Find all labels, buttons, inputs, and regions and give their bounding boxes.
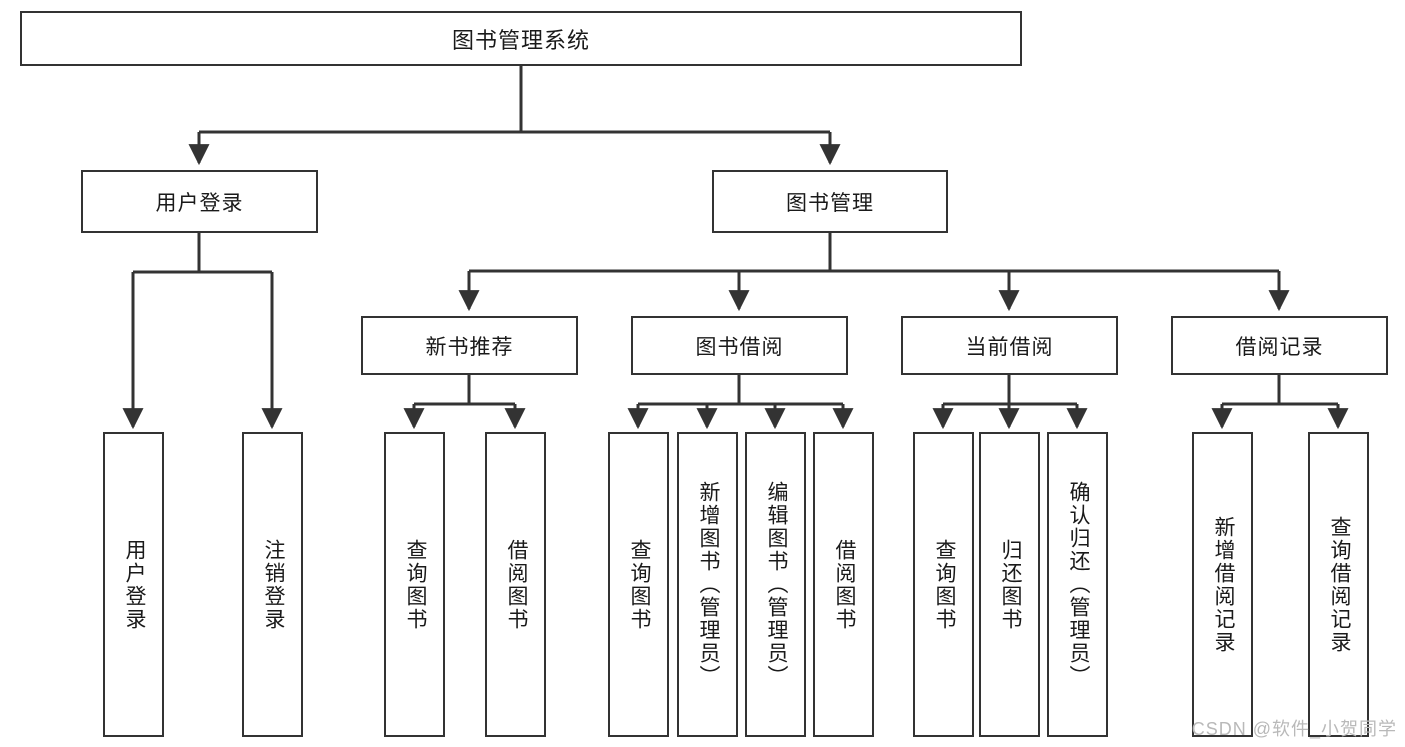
- node-leaf-current-query-book-label: 查询图书: [932, 538, 956, 631]
- node-borrow-record[interactable]: 借阅记录: [1171, 316, 1388, 375]
- node-new-book-recommend[interactable]: 新书推荐: [361, 316, 578, 375]
- node-leaf-borrow-borrow-book[interactable]: 借阅图书: [813, 432, 874, 737]
- node-root-system[interactable]: 图书管理系统: [20, 11, 1022, 66]
- node-user-login[interactable]: 用户登录: [81, 170, 318, 233]
- node-leaf-current-return-book-label: 归还图书: [998, 538, 1022, 631]
- node-leaf-recommend-query-book-label: 查询图书: [403, 538, 427, 631]
- node-leaf-current-query-book[interactable]: 查询图书: [913, 432, 974, 737]
- node-book-manage[interactable]: 图书管理: [712, 170, 948, 233]
- node-leaf-current-confirm-return-label: 确认归还（管理员）: [1066, 481, 1090, 688]
- node-leaf-current-confirm-return[interactable]: 确认归还（管理员）: [1047, 432, 1108, 737]
- node-leaf-recommend-borrow-book-label: 借阅图书: [504, 538, 528, 631]
- node-book-borrow[interactable]: 图书借阅: [631, 316, 848, 375]
- node-leaf-recommend-query-book[interactable]: 查询图书: [384, 432, 445, 737]
- node-leaf-user-login[interactable]: 用户登录: [103, 432, 164, 737]
- node-leaf-current-return-book[interactable]: 归还图书: [979, 432, 1040, 737]
- node-leaf-logout-label: 注销登录: [261, 538, 285, 631]
- node-leaf-borrow-edit-book[interactable]: 编辑图书（管理员）: [745, 432, 806, 737]
- node-leaf-record-add[interactable]: 新增借阅记录: [1192, 432, 1253, 737]
- node-current-borrow[interactable]: 当前借阅: [901, 316, 1118, 375]
- node-leaf-logout[interactable]: 注销登录: [242, 432, 303, 737]
- node-leaf-borrow-edit-book-label: 编辑图书（管理员）: [764, 481, 788, 688]
- node-leaf-borrow-query-book[interactable]: 查询图书: [608, 432, 669, 737]
- node-leaf-record-query-label: 查询借阅记录: [1327, 515, 1351, 654]
- node-leaf-borrow-add-book-label: 新增图书（管理员）: [696, 481, 720, 688]
- node-leaf-record-add-label: 新增借阅记录: [1211, 515, 1235, 654]
- node-leaf-borrow-add-book[interactable]: 新增图书（管理员）: [677, 432, 738, 737]
- node-leaf-borrow-query-book-label: 查询图书: [627, 538, 651, 631]
- node-leaf-recommend-borrow-book[interactable]: 借阅图书: [485, 432, 546, 737]
- node-leaf-user-login-label: 用户登录: [122, 538, 146, 631]
- node-leaf-borrow-borrow-book-label: 借阅图书: [832, 538, 856, 631]
- node-leaf-record-query[interactable]: 查询借阅记录: [1308, 432, 1369, 737]
